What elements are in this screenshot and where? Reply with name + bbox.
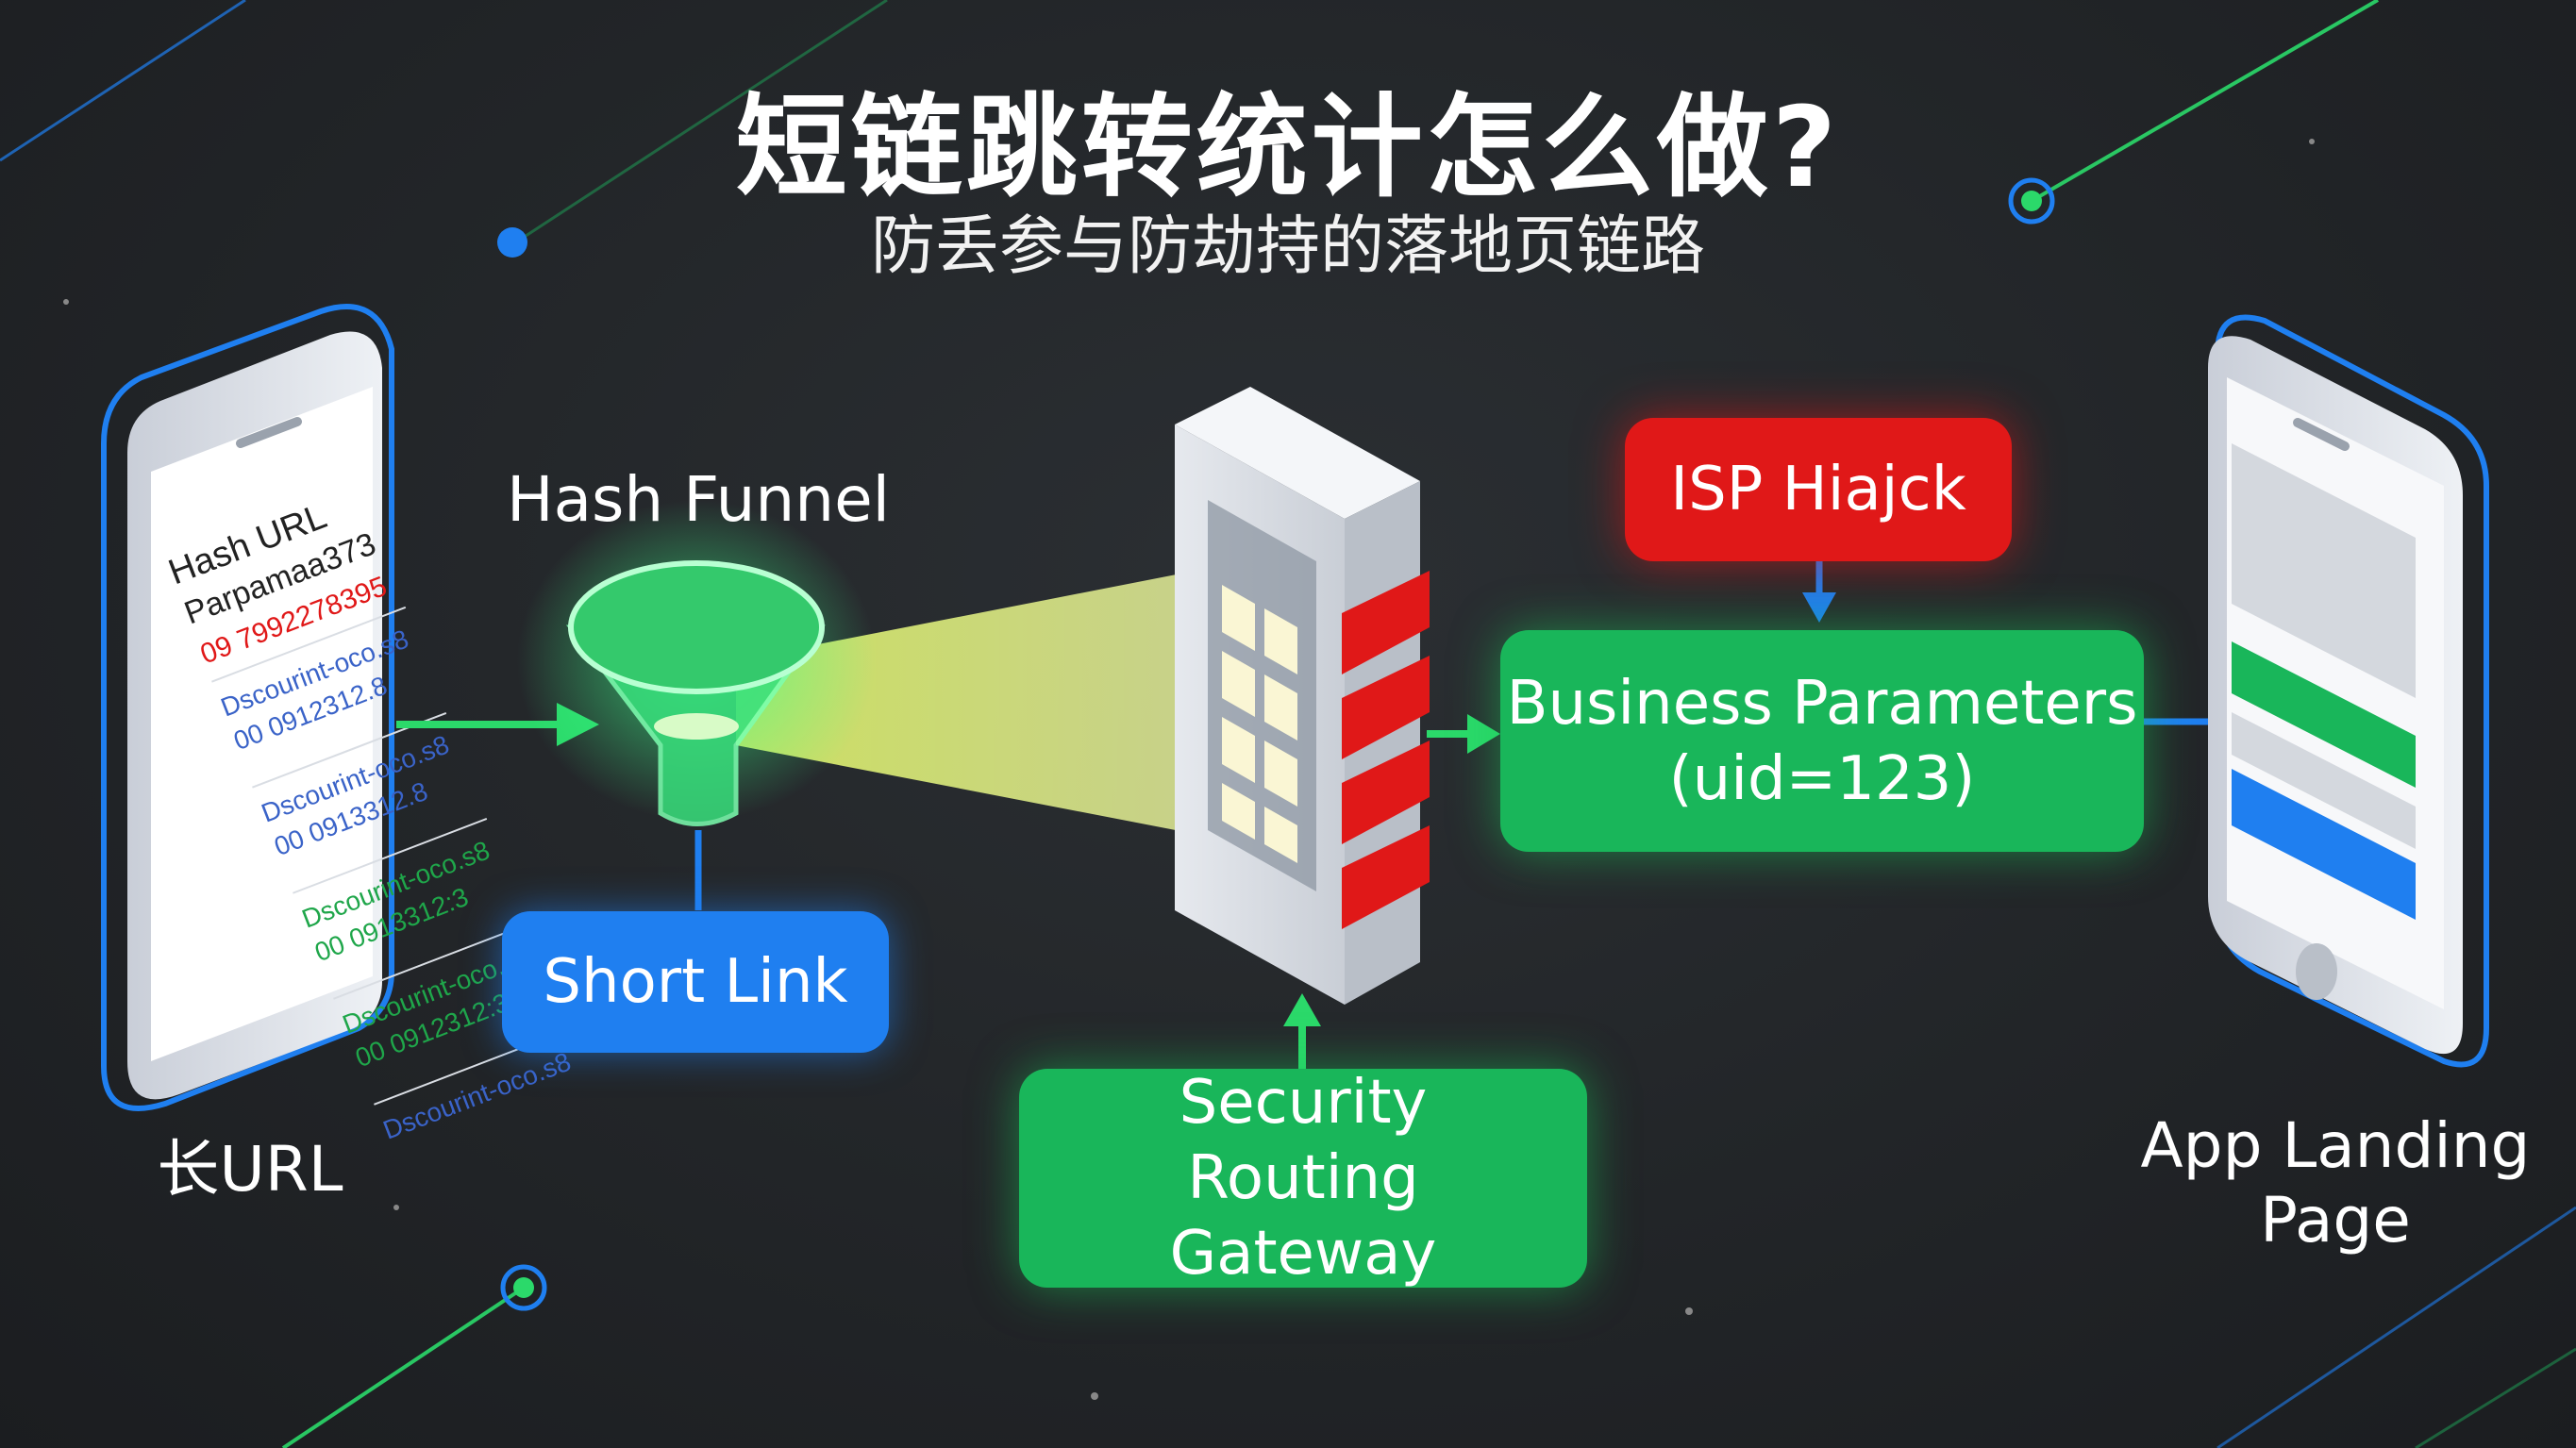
phone-row-divider <box>293 817 488 894</box>
arrow-isp-to-business <box>1802 561 1836 623</box>
long-url-label: 长URL <box>157 1133 343 1206</box>
isp-hijack-box: ISP Hiajck <box>1625 418 2012 561</box>
hash-funnel-label: Hash Funnel <box>506 463 891 536</box>
security-routing-gateway-label: Security Routing Gateway <box>1169 1068 1437 1289</box>
page-title: 短链跳转统计怎么做? <box>735 82 1841 212</box>
short-link-label: Short Link <box>543 947 848 1017</box>
phone-row-divider <box>211 606 407 683</box>
phone-row-line-1: Dscourint-oco.s8 <box>379 1047 575 1145</box>
light-beam <box>736 552 1297 854</box>
short-link-box: Short Link <box>502 911 889 1053</box>
isp-hijack-label: ISP Hiajck <box>1670 455 1966 524</box>
long-url-phone <box>101 304 394 1111</box>
security-routing-gateway-box: Security Routing Gateway <box>1019 1068 1587 1289</box>
arrow-security-box-to-tower <box>1283 993 1321 1071</box>
app-landing-page-label: App Landing Page <box>2140 1109 2531 1257</box>
hash-funnel-icon <box>517 500 876 826</box>
security-gateway-tower <box>1175 387 1430 1005</box>
business-parameters-value: (uid=123) <box>1668 743 1976 814</box>
page-subtitle: 防丢参与防劫持的落地页链路 <box>870 209 1705 284</box>
app-landing-phone <box>2208 314 2489 1068</box>
arrow-gateway-to-business <box>1427 714 1500 754</box>
business-parameters-box: Business Parameters (uid=123) <box>1500 630 2144 852</box>
phone-row-divider <box>333 924 528 1000</box>
business-parameters-label: Business Parameters <box>1506 668 2138 739</box>
